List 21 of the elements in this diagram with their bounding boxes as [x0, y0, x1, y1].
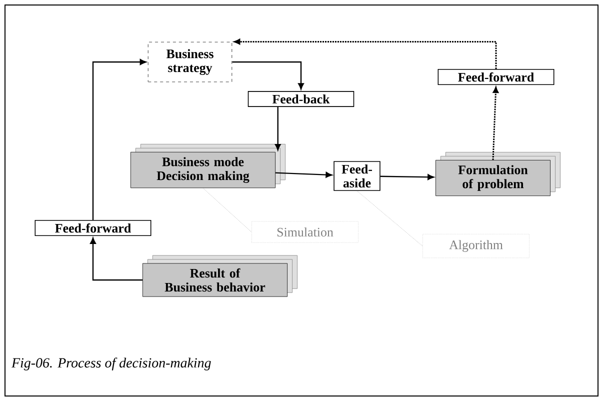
document-stack: Result of Business behavior — [142, 255, 298, 297]
arrow — [275, 172, 332, 178]
arrow — [232, 61, 304, 90]
arrow — [492, 86, 499, 160]
arrow — [90, 238, 142, 281]
process-box: Feed-aside — [334, 161, 380, 191]
process-box: Feed-back — [248, 91, 354, 107]
arrow — [234, 38, 497, 69]
arrow — [92, 59, 146, 220]
arrow — [274, 106, 281, 150]
note-box: Algorithm — [422, 234, 530, 258]
note-box: Simulation — [252, 221, 359, 243]
leader-line — [356, 190, 423, 246]
process-box: Feed-forward — [34, 220, 152, 236]
process-box: Business strategy — [148, 42, 232, 82]
caption: Fig-06. Process of decision-making — [11, 358, 211, 370]
document-stack: Formulation of problem — [436, 152, 560, 196]
leader-line — [202, 188, 252, 232]
arrow — [380, 174, 434, 180]
process-box: Feed-forward — [438, 68, 554, 85]
document-stack: Business mode Decision making — [130, 144, 286, 188]
